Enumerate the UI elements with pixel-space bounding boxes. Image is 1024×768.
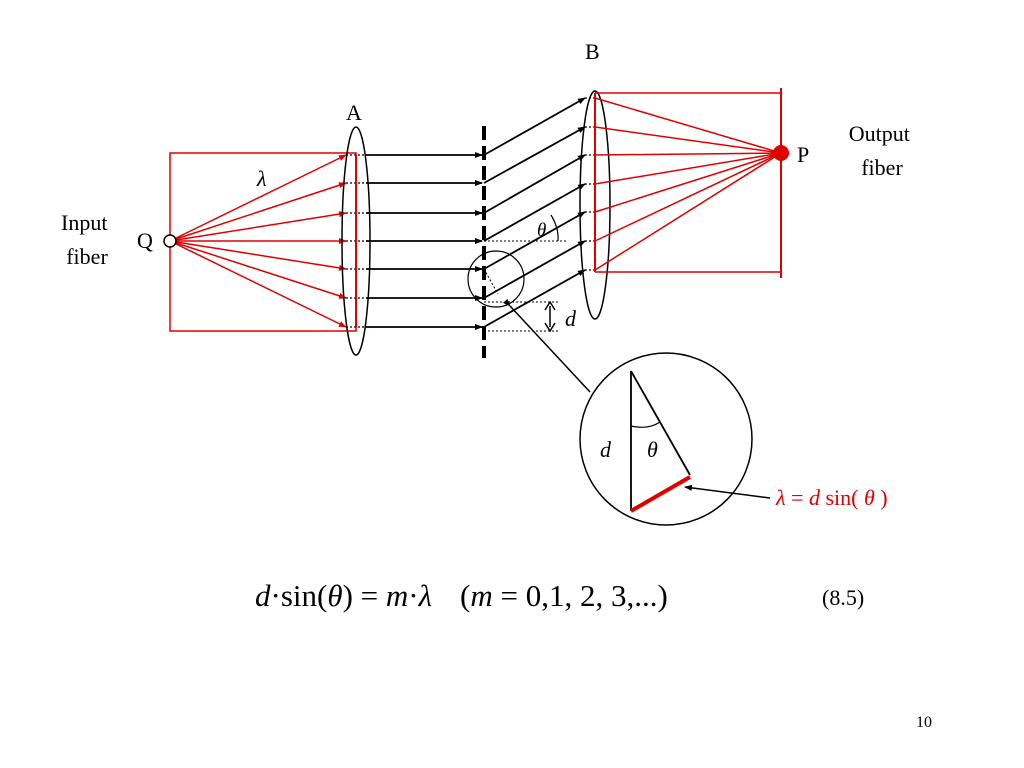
inset-pointer [503,298,591,393]
inset-d-label: d [600,437,612,462]
lens-b-label: B [585,39,600,64]
d-symbol: d [565,306,577,331]
lens-b-dots [585,97,595,271]
input-point-q [163,234,177,248]
collimated-rays [366,152,483,330]
grating-equation: d·sin(θ) = m·λ(m = 0,1, 2, 3,...) [255,578,668,613]
theta-arc [550,214,559,242]
input-fiber-label: Input fiber [61,210,113,269]
lambda-pointer [684,484,771,499]
diffracted-rays [483,97,586,328]
input-rays [169,154,347,328]
reference-lines [483,240,566,332]
equation-number: (8.5) [822,585,864,610]
theta-symbol: θ [537,220,546,241]
lens-b [579,90,611,320]
inset-relation: λ = d sin( θ ) [775,485,888,510]
point-q-label: Q [137,228,153,253]
lens-a-label: A [346,100,362,125]
inset-circle [579,352,753,526]
output-rays [594,97,782,271]
point-p-label: P [797,142,809,167]
inset-theta-label: θ [647,437,658,462]
lambda-label: λ [256,166,267,191]
output-point-p [773,145,789,161]
detail-circle [467,250,525,308]
inset-theta-arc [630,421,661,428]
inset-lambda-segment [630,475,691,513]
page-number: 10 [916,714,932,731]
d-dimension-arrow [544,300,556,333]
output-fiber-label: Output fiber [849,121,916,180]
inset-triangle [630,370,691,511]
